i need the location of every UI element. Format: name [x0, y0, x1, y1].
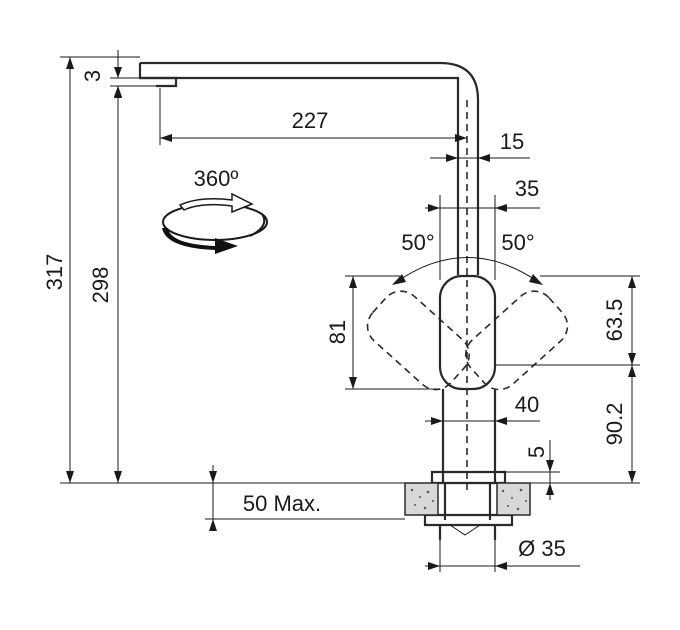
- lever-rotation-dashed: [366, 100, 569, 490]
- label-base-width: 40: [515, 392, 539, 417]
- label-hole-diameter: Ø 35: [518, 536, 566, 561]
- label-body-width: 35: [515, 176, 539, 201]
- label-counter-gap: 5: [524, 446, 549, 458]
- label-base-height: 90.2: [602, 403, 627, 446]
- label-angle-left: 50°: [401, 230, 434, 255]
- label-mount-thickness: 50 Max.: [243, 491, 321, 516]
- label-spout-height: 298: [88, 267, 113, 304]
- label-spout-reach: 227: [292, 108, 329, 133]
- label-lever-upper: 63.5: [602, 299, 627, 342]
- label-rotation: 360º: [194, 166, 239, 191]
- countertop: [404, 482, 531, 516]
- label-angle-right: 50°: [501, 230, 534, 255]
- faucet-outline: [138, 61, 514, 540]
- label-spout-offset: 15: [500, 129, 524, 154]
- dimension-lines: [60, 50, 640, 572]
- label-spout-tip: 3: [80, 70, 105, 82]
- label-total-height: 317: [42, 254, 67, 291]
- label-lever-height: 81: [325, 320, 350, 344]
- dimension-labels: 317 298 3 227 15 35 50° 50° 81 63.5 90.2…: [42, 70, 627, 561]
- rotation-arrows-icon: [162, 192, 268, 254]
